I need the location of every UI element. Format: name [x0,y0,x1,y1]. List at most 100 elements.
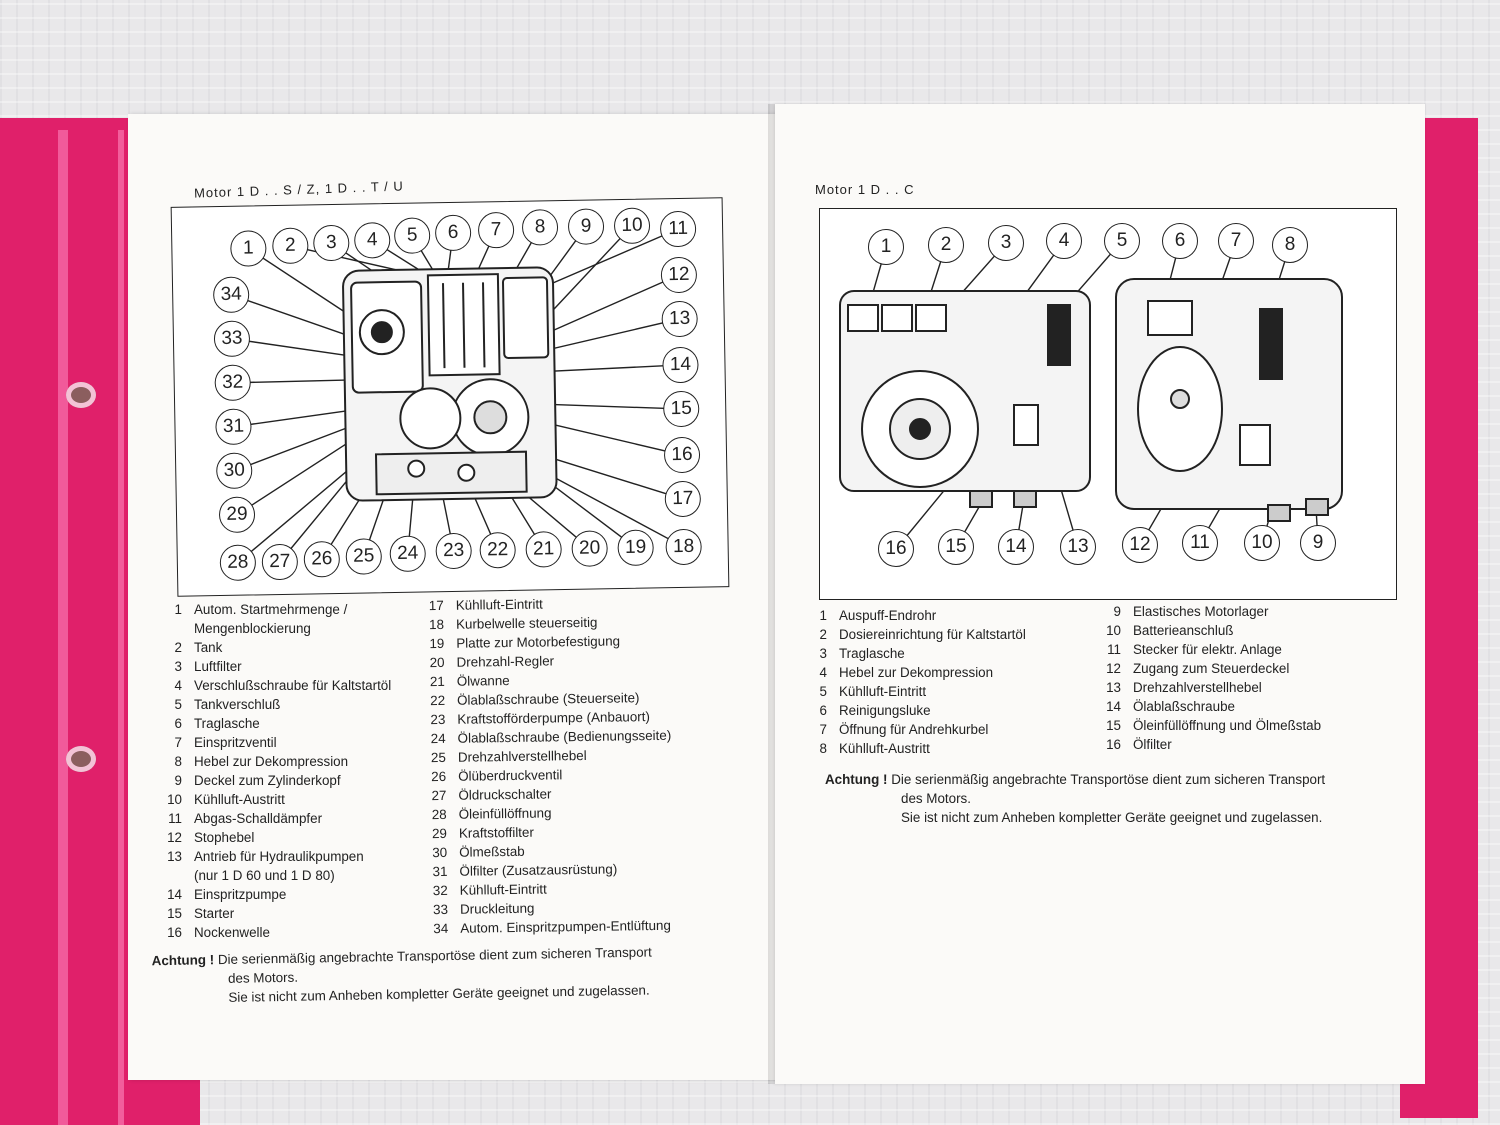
legend-text: Hebel zur Dekompression [194,754,349,769]
legend-number: 3 [174,659,182,674]
legend-text: Mengenblockierung [194,621,311,636]
legend-number: 12 [167,830,182,845]
legend-text: Tank [194,640,223,655]
right-callout-1: 1 [868,229,904,265]
right-callout-3: 3 [988,225,1024,261]
legend-text: Öldruckschalter [458,786,552,803]
legend-text: Stecker für elektr. Anlage [1133,642,1282,657]
binder-fold [58,130,68,1125]
legend-text: Autom. Startmehrmenge / [194,602,348,617]
legend-number: 5 [819,684,827,699]
legend-text: Öffnung für Andrehkurbel [839,722,989,737]
legend-number: 26 [431,768,447,785]
right-callout-2: 2 [928,227,964,263]
legend-number: 3 [819,646,827,661]
right-callout-5: 5 [1104,223,1140,259]
legend-number: 2 [819,627,827,642]
legend-text: Öleinfüllöffnung [458,805,552,822]
left-leader-line-29 [236,433,362,516]
left-legend-item: 8 Hebel zur Dekompression [154,752,444,771]
left-page-title: Motor 1 D . . S / Z, 1 D . . T / U [193,178,404,201]
legend-text: Platte zur Motorbefestigung [456,633,621,651]
legend-number: 22 [430,692,446,709]
legend-number: 34 [433,920,449,937]
legend-text: Nockenwelle [194,925,270,940]
legend-text: Starter [194,906,235,921]
left-legend-item: 12 Stophebel [154,828,444,847]
right-note-label: Achtung ! [825,772,888,787]
legend-text: Ölablaßschraube [1133,699,1235,714]
right-callout-16: 16 [878,531,914,567]
legend-text: Kühlluft-Eintritt [839,684,927,699]
right-callout-15: 15 [938,529,974,565]
right-note-line3: Sie ist nicht zum Anheben kompletter Ger… [901,810,1323,825]
legend-number: 15 [1106,718,1121,733]
right-legend-item: 10 Batterieanschluß [1093,621,1393,640]
legend-text: Autom. Einspritzpumpen-Entlüftung [460,917,672,936]
legend-text: Abgas-Schalldämpfer [194,811,323,826]
legend-text: Deckel zum Zylinderkopf [194,773,341,788]
right-page-title: Motor 1 D . . C [815,182,915,197]
legend-text: Antrieb für Hydraulikpumpen [194,849,364,864]
legend-text: Einspritzventil [194,735,277,750]
legend-number: 10 [1106,623,1121,638]
legend-text: Druckleitung [459,900,535,917]
legend-number: 32 [432,882,448,899]
legend-number: 5 [174,697,182,712]
legend-text: Ölfilter [1133,737,1172,752]
legend-number: 10 [167,792,182,807]
legend-text: Elastisches Motorlager [1133,604,1269,619]
legend-text: Auspuff-Endrohr [839,608,937,623]
legend-number: 31 [432,863,448,880]
legend-text: Tankverschluß [194,697,281,712]
legend-number: 8 [174,754,182,769]
legend-text: Reinigungsluke [839,703,931,718]
legend-text: Dosiereinrichtung für Kaltstartöl [839,627,1026,642]
legend-text: Kraftstoffilter [458,824,534,841]
legend-number: 17 [428,597,444,614]
legend-text: Kurbelwelle steuerseitig [455,614,598,632]
legend-text: Ölüberdruckventil [458,767,563,784]
right-callout-7: 7 [1218,223,1254,259]
legend-text: Ölwanne [456,673,510,689]
legend-text: Verschlußschraube für Kaltstartöl [194,678,392,693]
binder-fold-inner [118,130,124,1125]
right-engine-drawing [839,240,1343,550]
left-note-label: Achtung ! [151,952,215,969]
punch-hole-bottom [66,746,96,772]
legend-text: Ölmeßstab [459,843,525,860]
left-page: Motor 1 D . . S / Z, 1 D . . T / U [128,114,778,1080]
left-legend-item: 7 Einspritzventil [154,733,444,752]
legend-text: Batterieanschluß [1133,623,1234,638]
left-leader-line-11 [532,228,679,293]
legend-number: 7 [174,735,182,750]
legend-number: 4 [819,665,827,680]
legend-text: Ölfilter (Zusatzausrüstung) [459,861,618,879]
legend-text: Kühlluft-Eintritt [459,881,547,898]
legend-text: Drehzahlverstellhebel [1133,680,1262,695]
legend-text: Stophebel [194,830,255,845]
legend-number: 23 [430,711,446,728]
legend-text: Drehzahl-Regler [456,653,555,670]
legend-text: Kühlluft-Austritt [839,741,930,756]
right-callout-8: 8 [1272,227,1308,263]
legend-number: 6 [819,703,827,718]
